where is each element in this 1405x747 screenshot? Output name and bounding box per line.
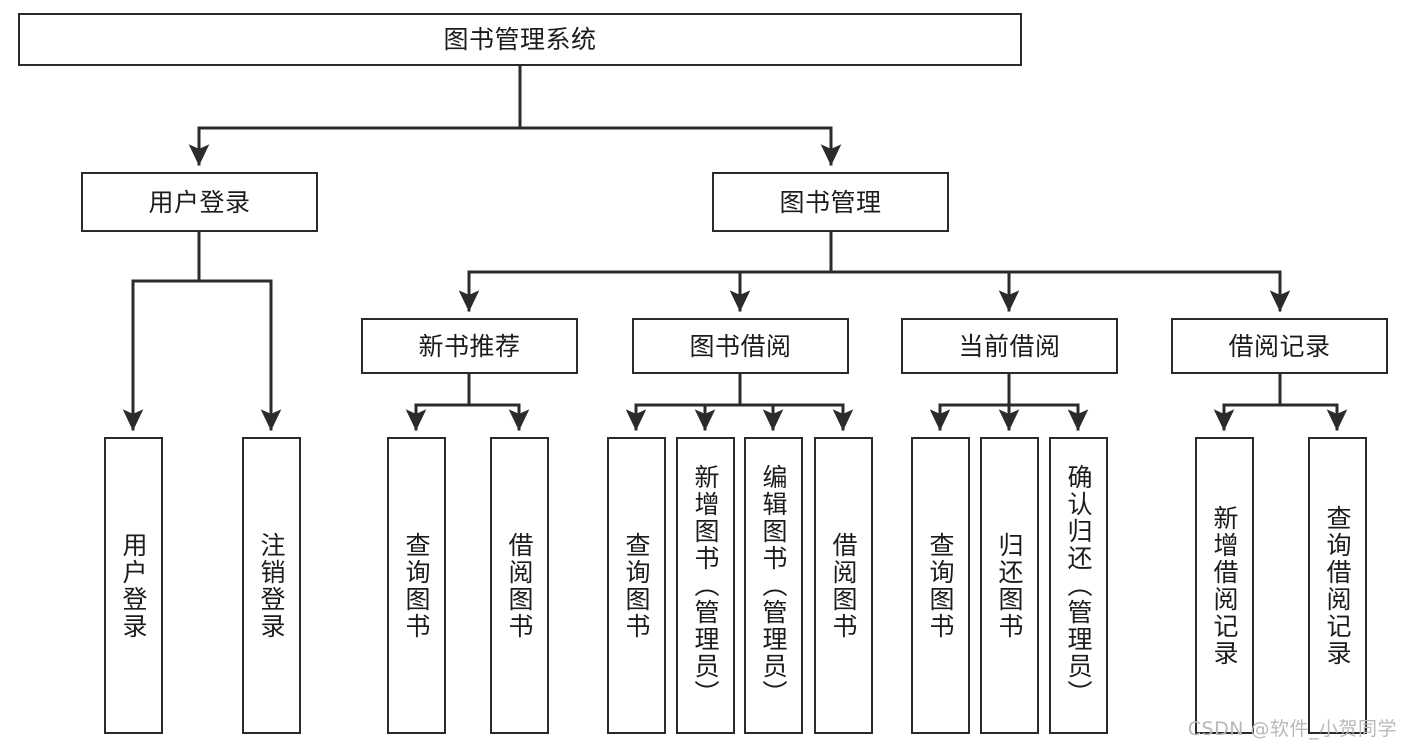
leaf-borrow-book-1-label: 借阅图书 — [505, 531, 534, 640]
leaf-query-book-2-label: 查询图书 — [622, 531, 651, 640]
leaf-logout[interactable]: 注销登录 — [242, 437, 301, 734]
leaf-add-book-label: 新增图书（管理员） — [691, 464, 720, 707]
node-new-book-recommend[interactable]: 新书推荐 — [361, 318, 578, 374]
leaf-query-book-3[interactable]: 查询图书 — [911, 437, 970, 734]
leaf-add-book[interactable]: 新增图书（管理员） — [676, 437, 735, 734]
leaf-user-login-label: 用户登录 — [119, 531, 148, 640]
leaf-query-book-1-label: 查询图书 — [402, 531, 431, 640]
leaf-query-book-1[interactable]: 查询图书 — [387, 437, 446, 734]
node-borrow-record[interactable]: 借阅记录 — [1171, 318, 1388, 374]
leaf-borrow-book-2-label: 借阅图书 — [829, 531, 858, 640]
node-book-borrow-label: 图书借阅 — [689, 331, 792, 361]
node-user-login-label: 用户登录 — [148, 187, 251, 217]
leaf-query-borrow-record[interactable]: 查询借阅记录 — [1308, 437, 1367, 734]
leaf-query-book-2[interactable]: 查询图书 — [607, 437, 666, 734]
leaf-return-book-label: 归还图书 — [995, 531, 1024, 640]
leaf-confirm-return[interactable]: 确认归还（管理员） — [1049, 437, 1108, 734]
node-root[interactable]: 图书管理系统 — [18, 13, 1022, 66]
leaf-borrow-book-2[interactable]: 借阅图书 — [814, 437, 873, 734]
node-user-login[interactable]: 用户登录 — [81, 172, 318, 232]
leaf-add-borrow-record[interactable]: 新增借阅记录 — [1195, 437, 1254, 734]
leaf-confirm-return-label: 确认归还（管理员） — [1064, 464, 1093, 707]
node-new-book-recommend-label: 新书推荐 — [418, 331, 521, 361]
node-current-borrow[interactable]: 当前借阅 — [901, 318, 1118, 374]
leaf-query-borrow-record-label: 查询借阅记录 — [1323, 504, 1352, 667]
leaf-user-login[interactable]: 用户登录 — [104, 437, 163, 734]
node-book-management-label: 图书管理 — [779, 187, 882, 217]
leaf-logout-label: 注销登录 — [257, 531, 286, 640]
node-root-label: 图书管理系统 — [443, 25, 597, 54]
watermark: CSDN @软件_小贺同学 — [1187, 718, 1397, 740]
leaf-query-book-3-label: 查询图书 — [926, 531, 955, 640]
leaf-add-borrow-record-label: 新增借阅记录 — [1210, 504, 1239, 667]
node-book-management[interactable]: 图书管理 — [712, 172, 949, 232]
leaf-return-book[interactable]: 归还图书 — [980, 437, 1039, 734]
leaf-borrow-book-1[interactable]: 借阅图书 — [490, 437, 549, 734]
node-book-borrow[interactable]: 图书借阅 — [632, 318, 849, 374]
leaf-edit-book-label: 编辑图书（管理员） — [759, 464, 788, 707]
leaf-edit-book[interactable]: 编辑图书（管理员） — [744, 437, 803, 734]
node-current-borrow-label: 当前借阅 — [958, 331, 1061, 361]
node-borrow-record-label: 借阅记录 — [1228, 331, 1331, 361]
